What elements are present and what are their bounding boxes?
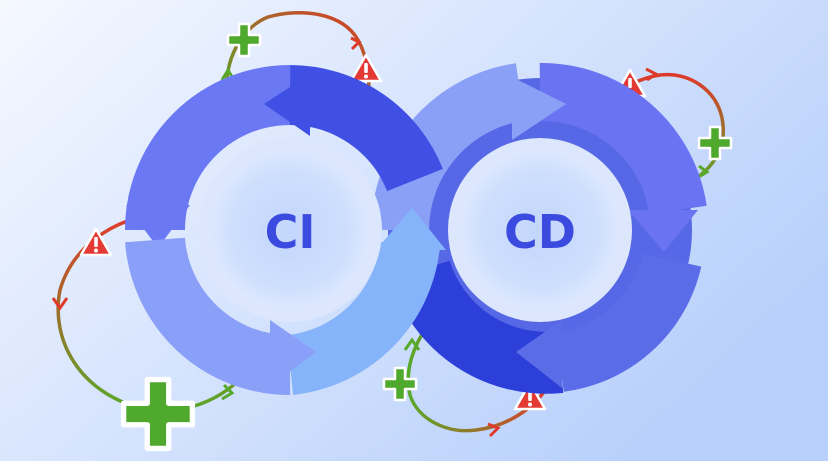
ci-label: CI <box>265 205 316 259</box>
ci-ring-arc-lower-left <box>125 236 291 396</box>
ci-ring-arc-lower-right <box>285 240 440 395</box>
bottom-left-feedback-cycle <box>51 213 250 448</box>
arrowhead-icon <box>516 320 562 388</box>
arrowhead-icon <box>376 208 446 250</box>
cd-inner-disk <box>460 150 620 310</box>
arrowhead-icon <box>264 74 310 136</box>
arrowhead-icon <box>628 210 698 252</box>
cd-loop <box>371 62 707 394</box>
arrowhead-icon <box>645 67 659 82</box>
arrowhead-icon <box>403 337 421 351</box>
cd-label: CD <box>504 205 576 259</box>
arrowhead-icon <box>221 383 235 401</box>
ci-ring-arc-upper-left <box>125 65 291 231</box>
ci-loop <box>125 65 446 396</box>
ci-ring-arc-upper-right <box>289 65 443 192</box>
arrowhead-icon <box>270 320 316 386</box>
arrowhead-icon <box>512 77 566 140</box>
cd-ring-arc-upper-left <box>371 63 525 231</box>
arrowhead-icon <box>487 422 501 438</box>
arrowhead-icon <box>350 36 362 51</box>
arrowhead-icon <box>696 164 710 180</box>
right-feedback-cycle <box>606 67 733 188</box>
cd-ring-arc-lower-right <box>555 252 702 392</box>
bottom-right-feedback-cycle <box>382 323 554 438</box>
arrowhead-icon <box>126 205 190 248</box>
ci-inner-disk <box>210 150 370 310</box>
cd-ring-arc-upper-right <box>539 62 707 216</box>
arrowhead-icon <box>51 297 69 311</box>
